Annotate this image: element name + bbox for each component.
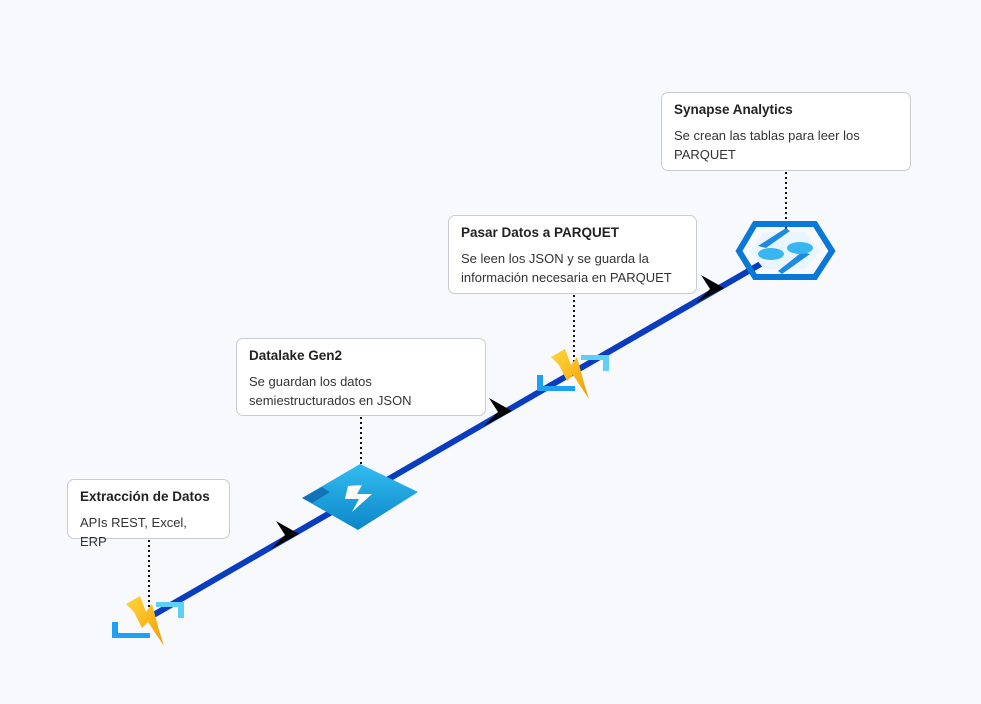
stage-description: Se leen los JSON y se guarda la informac… <box>461 251 672 285</box>
pipeline-connector <box>147 244 793 620</box>
stage-card-parquet: Pasar Datos a PARQUET Se leen los JSON y… <box>448 215 697 294</box>
stage-description: APIs REST, Excel, ERP <box>80 515 187 549</box>
stage-description: Se crean las tablas para leer los PARQUE… <box>674 128 860 162</box>
stage-card-extraccion: Extracción de Datos APIs REST, Excel, ER… <box>67 479 230 549</box>
stage-title: Datalake Gen2 <box>249 348 343 363</box>
arrowhead-1 <box>271 521 299 549</box>
arrowhead-2 <box>484 398 512 426</box>
data-factory-icon <box>112 596 184 646</box>
datalake-storage-icon <box>302 464 418 530</box>
stage-title: Synapse Analytics <box>674 102 793 117</box>
stage-title: Extracción de Datos <box>80 489 210 504</box>
stage-card-datalake: Datalake Gen2 Se guardan los datos semie… <box>236 338 486 416</box>
stage-description: Se guardan los datos semiestructurados e… <box>249 374 412 408</box>
arrowhead-3 <box>696 275 724 303</box>
data-factory-icon <box>537 349 609 399</box>
stage-title: Pasar Datos a PARQUET <box>461 225 620 240</box>
synapse-analytics-icon <box>735 221 836 280</box>
stage-card-synapse: Synapse Analytics Se crean las tablas pa… <box>661 92 911 171</box>
